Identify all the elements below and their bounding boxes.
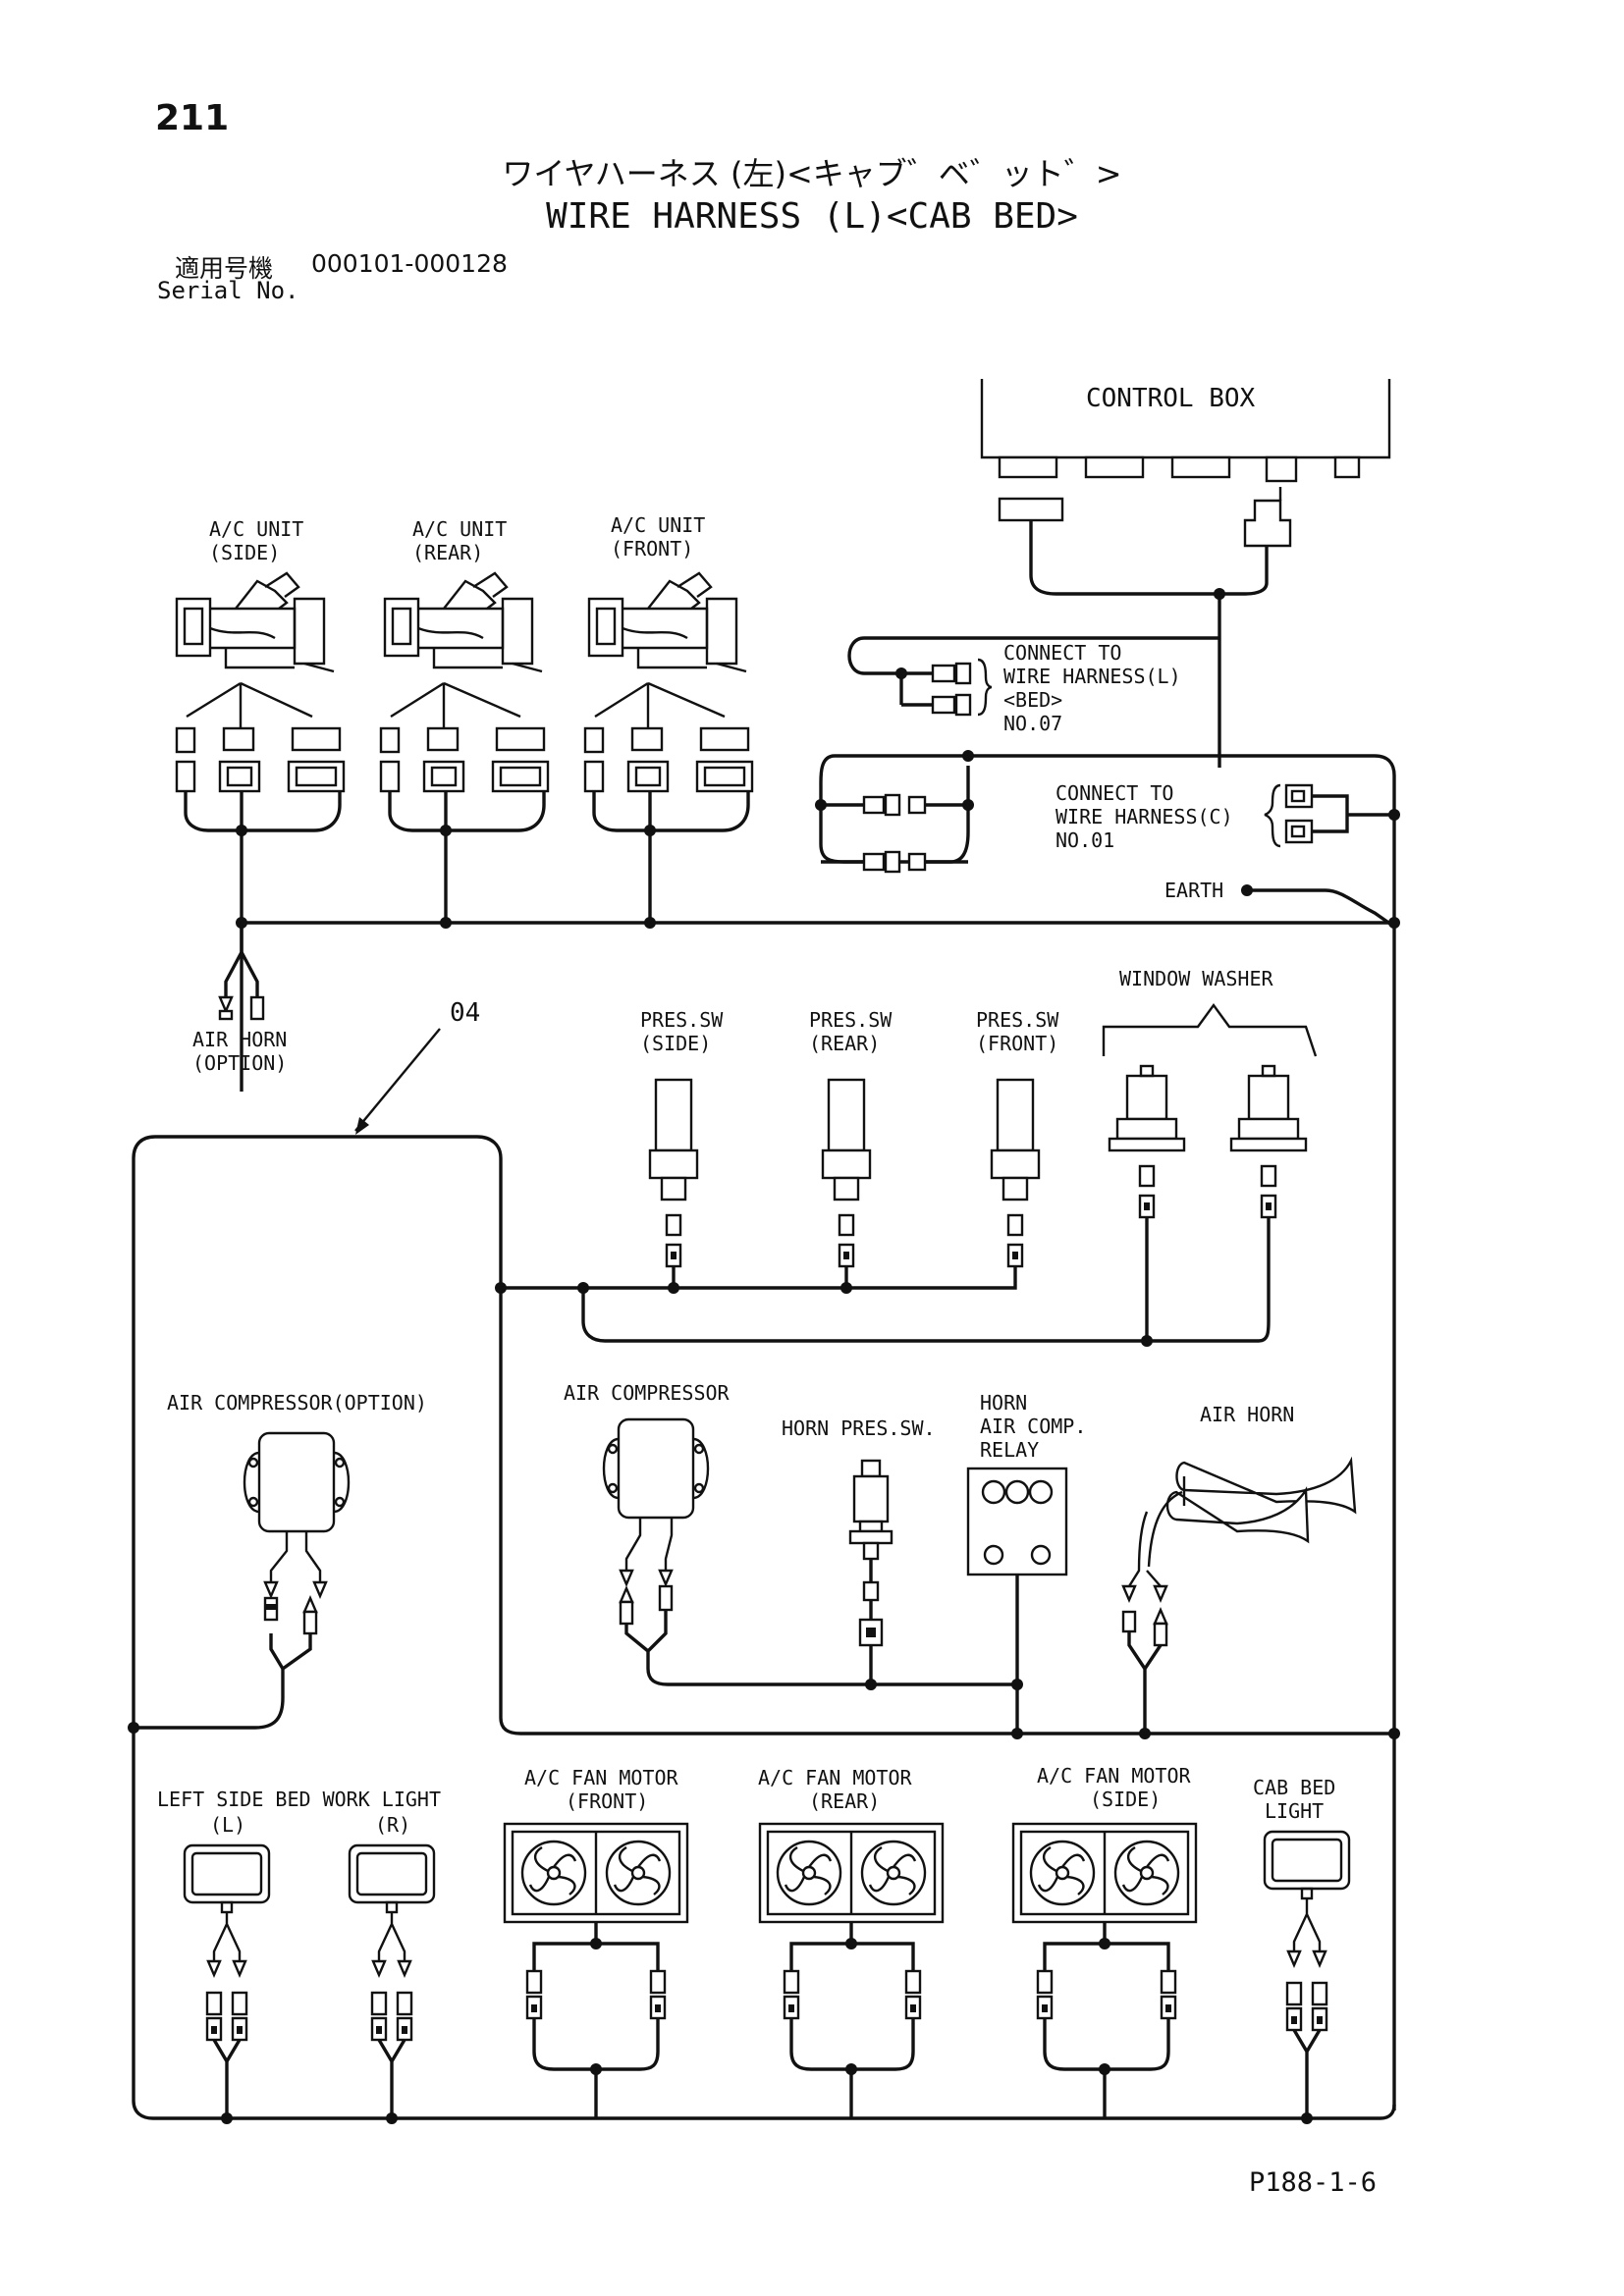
control-box-label: CONTROL BOX (1086, 384, 1256, 413)
air-horn-option-label-2: (OPTION) (192, 1051, 287, 1075)
title-japanese: ワイヤハーネス (左)<キャブ゛ベ゛ット゛> (502, 155, 1122, 192)
ac-unit-rear-label-1: A/C UNIT (412, 517, 507, 541)
ac-fan-side-label-2: (SIDE) (1090, 1788, 1161, 1811)
callout-04: 04 (450, 998, 480, 1028)
horn-air-comp-relay (966, 1467, 1068, 1576)
serial-number-range: 000101-000128 (311, 249, 508, 278)
left-side-bed-work-light-label: LEFT SIDE BED WORK LIGHT (157, 1788, 441, 1811)
work-light-r-wiring (370, 1912, 413, 2118)
ac-fan-front-label-1: A/C FAN MOTOR (524, 1766, 678, 1789)
serial-label-japanese: 適用号機 (175, 254, 274, 283)
ac-connectors-front (583, 681, 754, 923)
serial-label-english: Serial No. (157, 277, 299, 304)
connect-bed-line2: WIRE HARNESS(L) (1003, 665, 1181, 688)
ac-unit-front-label-1: A/C UNIT (611, 513, 705, 537)
earth-label: EARTH (1164, 879, 1223, 902)
fan-rear-wiring (783, 1922, 922, 2118)
title-english: WIRE HARNESS (L)<CAB BED> (546, 196, 1078, 237)
cab-bed-light-label-1: CAB BED (1253, 1776, 1335, 1799)
fan-front-wiring (525, 1922, 667, 2118)
cab-bed-light-label-2: LIGHT (1265, 1799, 1324, 1823)
control-box (980, 379, 1391, 548)
ac-fan-side-label-1: A/C FAN MOTOR (1037, 1764, 1191, 1788)
pres-sw-front-label-1: PRES.SW (976, 1008, 1059, 1032)
pres-sw-side-label-2: (SIDE) (640, 1032, 711, 1055)
pres-sw-side-label-1: PRES.SW (640, 1008, 724, 1032)
pres-sw-rear-label-1: PRES.SW (809, 1008, 893, 1032)
air-horn-label: AIR HORN (1200, 1403, 1294, 1426)
cab-bed-light-wiring (1285, 1898, 1328, 2118)
connect-bed-line3: <BED> (1003, 688, 1062, 712)
ac-fan-rear-label-1: A/C FAN MOTOR (758, 1766, 912, 1789)
air-compressor-label: AIR COMPRESSOR (564, 1381, 731, 1405)
ac-unit-rear-label-2: (REAR) (412, 541, 483, 564)
window-washer-label: WINDOW WASHER (1119, 967, 1273, 990)
work-light-r-label: (R) (375, 1813, 410, 1837)
connect-bed-line4: NO.07 (1003, 712, 1062, 735)
connect-bed-line1: CONNECT TO (1003, 641, 1121, 665)
horn-pressure-switch (848, 1459, 893, 1684)
horn-relay-label-2: AIR COMP. (980, 1415, 1086, 1438)
connect-c-line1: CONNECT TO (1056, 781, 1173, 805)
ac-unit-front-label-2: (FRONT) (611, 537, 693, 561)
ac-fan-rear-label-2: (REAR) (809, 1789, 880, 1813)
ac-unit-side-label-2: (SIDE) (209, 541, 280, 564)
footer-code: P188-1-6 (1249, 2167, 1378, 2198)
ac-connectors-rear (379, 681, 550, 923)
pres-sw-front-label-2: (FRONT) (976, 1032, 1058, 1055)
work-light-l-label: (L) (210, 1813, 245, 1837)
air-horn-option-label-1: AIR HORN (192, 1028, 287, 1051)
air-compressor-option-label: AIR COMPRESSOR(OPTION) (167, 1391, 427, 1415)
horn-pres-sw-label: HORN PRES.SW. (782, 1416, 936, 1440)
horn-relay-label-1: HORN (980, 1391, 1027, 1415)
fan-side-wiring (1036, 1922, 1177, 2118)
air-horn (1147, 1456, 1357, 1568)
horn-relay-label-3: RELAY (980, 1438, 1039, 1462)
page-number: 211 (155, 98, 230, 138)
connect-c-line2: WIRE HARNESS(C) (1056, 805, 1233, 828)
ac-fan-front-label-2: (FRONT) (566, 1789, 648, 1813)
ac-unit-side-label-1: A/C UNIT (209, 517, 303, 541)
pres-sw-rear-label-2: (REAR) (809, 1032, 880, 1055)
work-light-l-wiring (205, 1912, 248, 2118)
connect-c-line3: NO.01 (1056, 828, 1114, 852)
